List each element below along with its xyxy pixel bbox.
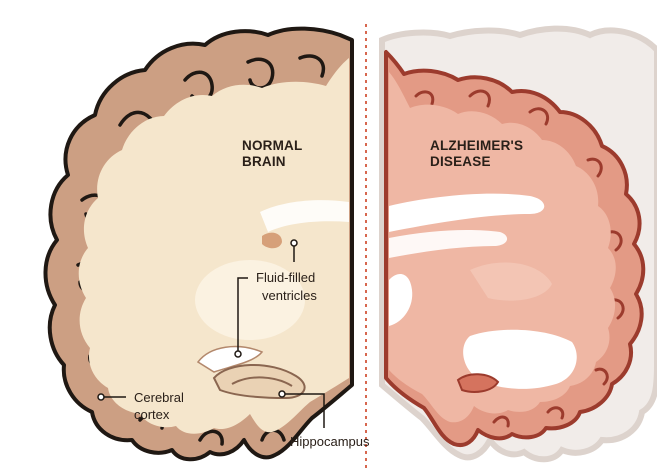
ventricles-label-line2: ventricles bbox=[262, 288, 317, 303]
cortex-label-line2: cortex bbox=[134, 407, 170, 422]
ventricles-label-line1: Fluid-filled bbox=[256, 270, 315, 285]
cortex-label-line1: Cerebral bbox=[134, 390, 184, 405]
normal-brain-title-line2: BRAIN bbox=[242, 154, 286, 169]
alzheimers-title-line2: DISEASE bbox=[430, 154, 491, 169]
normal-brain-title-line1: NORMAL bbox=[242, 138, 302, 153]
alzheimers-title-line1: ALZHEIMER'S bbox=[430, 138, 523, 153]
hippocampus-label: Hippocampus bbox=[290, 434, 370, 449]
